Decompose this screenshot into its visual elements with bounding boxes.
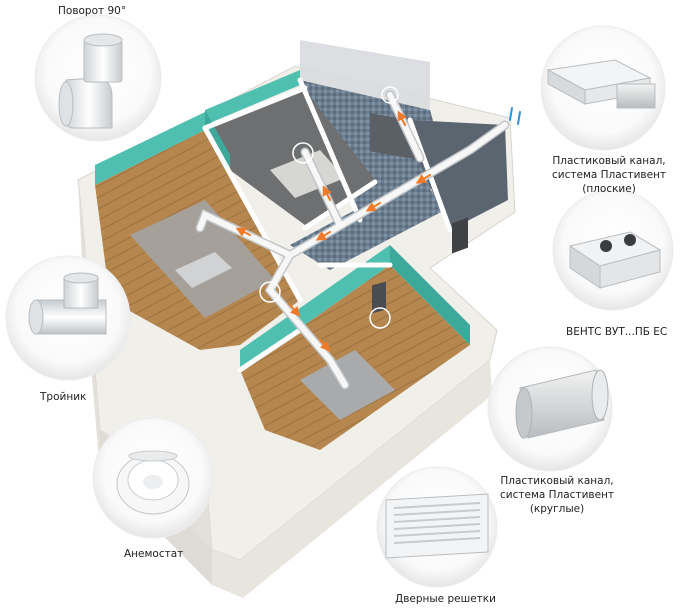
flow-arrows — [235, 110, 431, 352]
bedroom-lower-wall-right — [390, 245, 470, 345]
label-round-channel: Пластиковый канал, система Пластивент (к… — [500, 475, 615, 515]
ventilation-unit-icon — [552, 189, 674, 311]
duct-elbow-icon — [34, 14, 162, 142]
living-wall — [95, 112, 205, 185]
bedroom-upper-wall — [205, 70, 300, 125]
sofa — [175, 252, 232, 288]
flow-arrows-cold — [509, 107, 521, 125]
label-anemostat: Анемостат — [124, 548, 184, 560]
anemostat-icon — [92, 417, 214, 539]
flat-duct-icon — [540, 25, 666, 151]
label-unit: ВЕНТС ВУТ...ПБ ЕС — [566, 326, 668, 338]
corridor-floor — [290, 175, 445, 270]
duct-system — [195, 86, 521, 390]
door-bedroom — [372, 281, 386, 314]
door-grille-icon — [376, 466, 498, 588]
label-turn90: Поворот 90° — [58, 5, 127, 17]
outer-wall-front-right — [212, 360, 492, 598]
bed-upper — [270, 150, 345, 198]
label-tee: Тройник — [40, 391, 87, 403]
bedroom-upper-floor — [210, 90, 375, 225]
door-entrance — [452, 217, 468, 254]
duct-tee-icon — [5, 255, 131, 381]
bedroom-lower-wall — [240, 245, 390, 370]
label-door-grilles: Дверные решетки — [395, 593, 496, 605]
round-duct-icon — [487, 346, 613, 472]
label-flat-channel: Пластиковый канал, система Пластивент (п… — [552, 155, 667, 195]
bathroom-floor — [410, 120, 508, 230]
anemostat-markers — [259, 86, 399, 329]
